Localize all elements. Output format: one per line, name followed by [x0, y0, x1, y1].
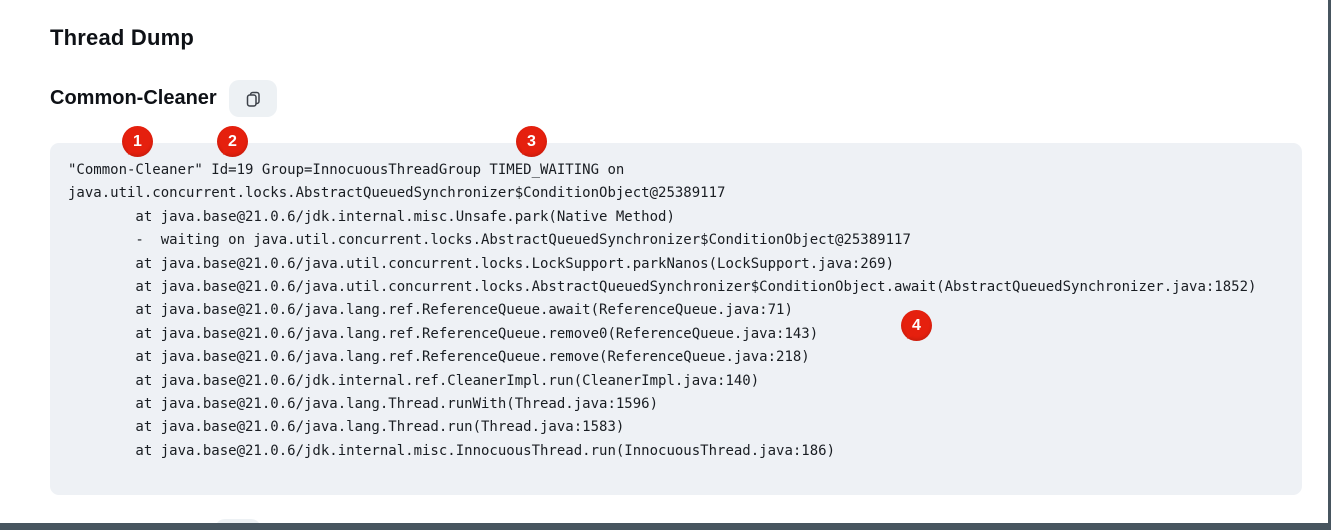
thread-section-heading: Common-Cleaner: [50, 87, 217, 109]
copy-icon: [243, 89, 263, 109]
section-header: Common-Cleaner: [50, 80, 277, 117]
copy-button[interactable]: [228, 80, 277, 117]
callout-badge-4: 4: [901, 310, 932, 341]
page-title: Thread Dump: [50, 25, 194, 50]
window-right-edge: [1328, 0, 1331, 530]
callout-badge-1: 1: [122, 126, 153, 157]
thread-dump-code-block: "Common-Cleaner" Id=19 Group=InnocuousTh…: [50, 143, 1302, 495]
callout-badge-3: 3: [516, 126, 547, 157]
window-bottom-edge: [0, 523, 1331, 530]
thread-dump-text: "Common-Cleaner" Id=19 Group=InnocuousTh…: [68, 162, 1257, 459]
callout-badge-2: 2: [217, 126, 248, 157]
